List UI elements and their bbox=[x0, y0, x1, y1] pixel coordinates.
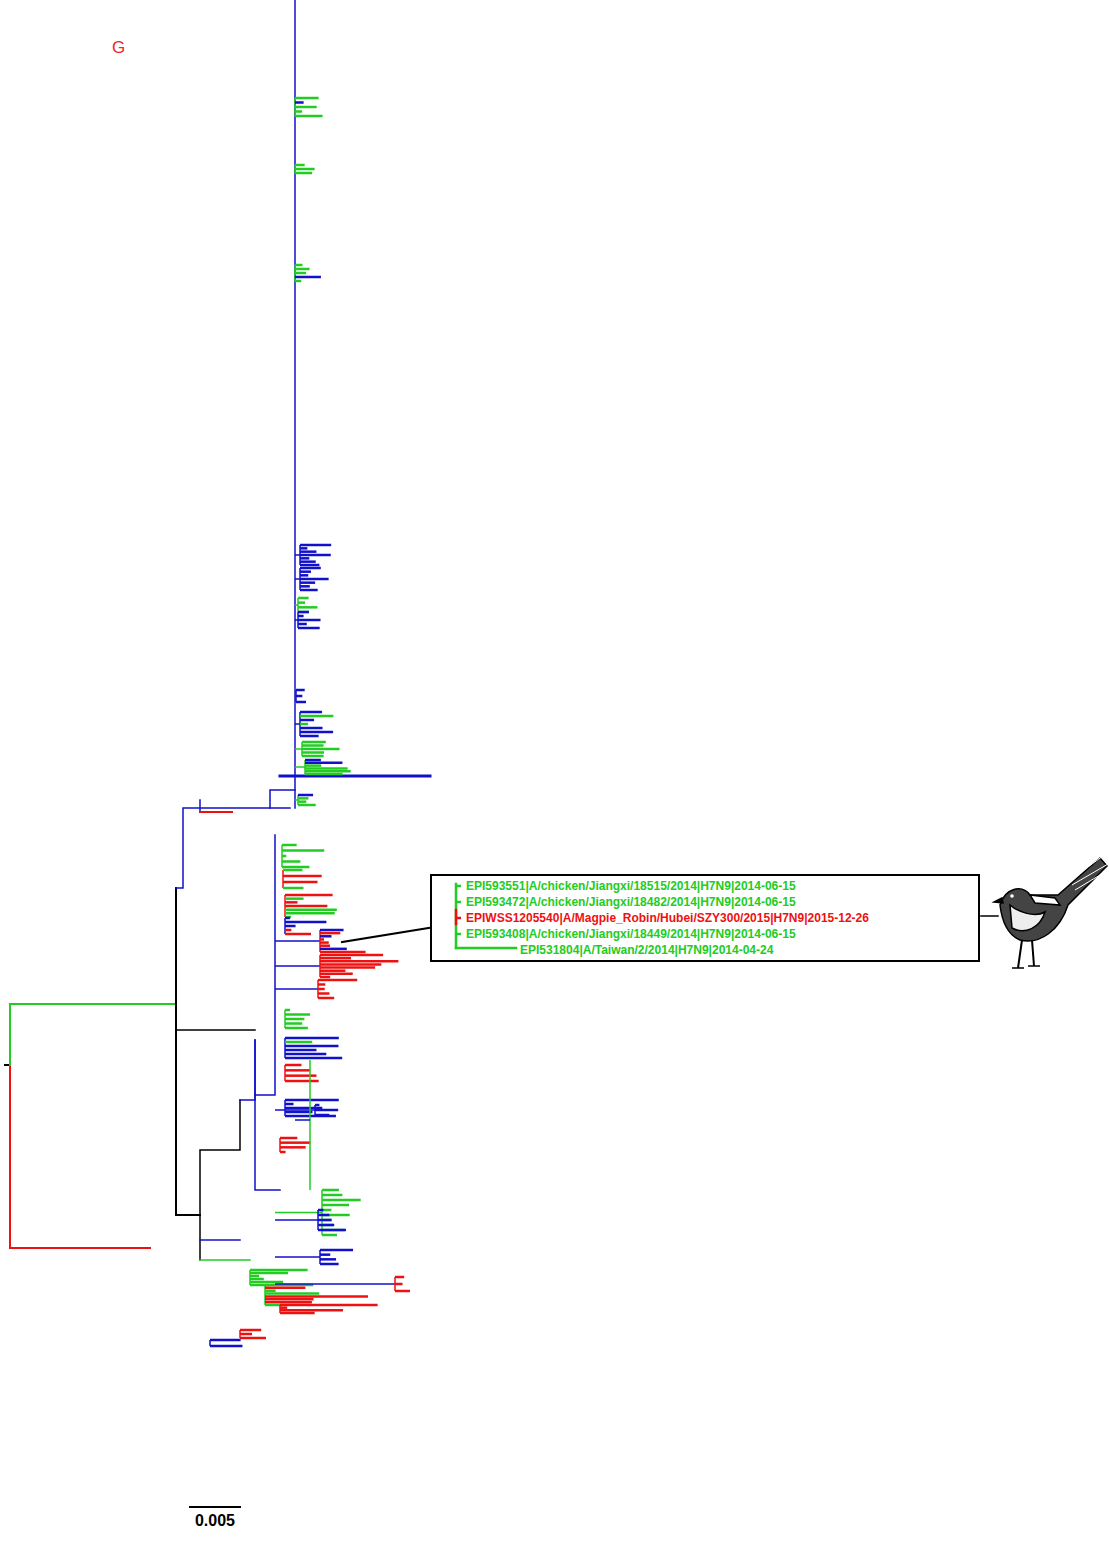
panel-letter: G bbox=[112, 38, 125, 58]
taxon-label: EPI593551|A/chicken/Jiangxi/18515/2014|H… bbox=[466, 878, 968, 894]
taxon-label: EPIWSS1205540|A/Magpie_Robin/Hubei/SZY30… bbox=[466, 910, 968, 926]
scale-bar-label: 0.005 bbox=[195, 1512, 235, 1530]
taxon-label: EPI531804|A/Taiwan/2/2014|H7N9|2014-04-2… bbox=[520, 942, 968, 958]
bird-illustration bbox=[994, 856, 1108, 968]
taxon-label: EPI593408|A/chicken/Jiangxi/18449/2014|H… bbox=[466, 926, 968, 942]
callout-box: EPI593551|A/chicken/Jiangxi/18515/2014|H… bbox=[430, 874, 980, 962]
taxon-label: EPI593472|A/chicken/Jiangxi/18482/2014|H… bbox=[466, 894, 968, 910]
